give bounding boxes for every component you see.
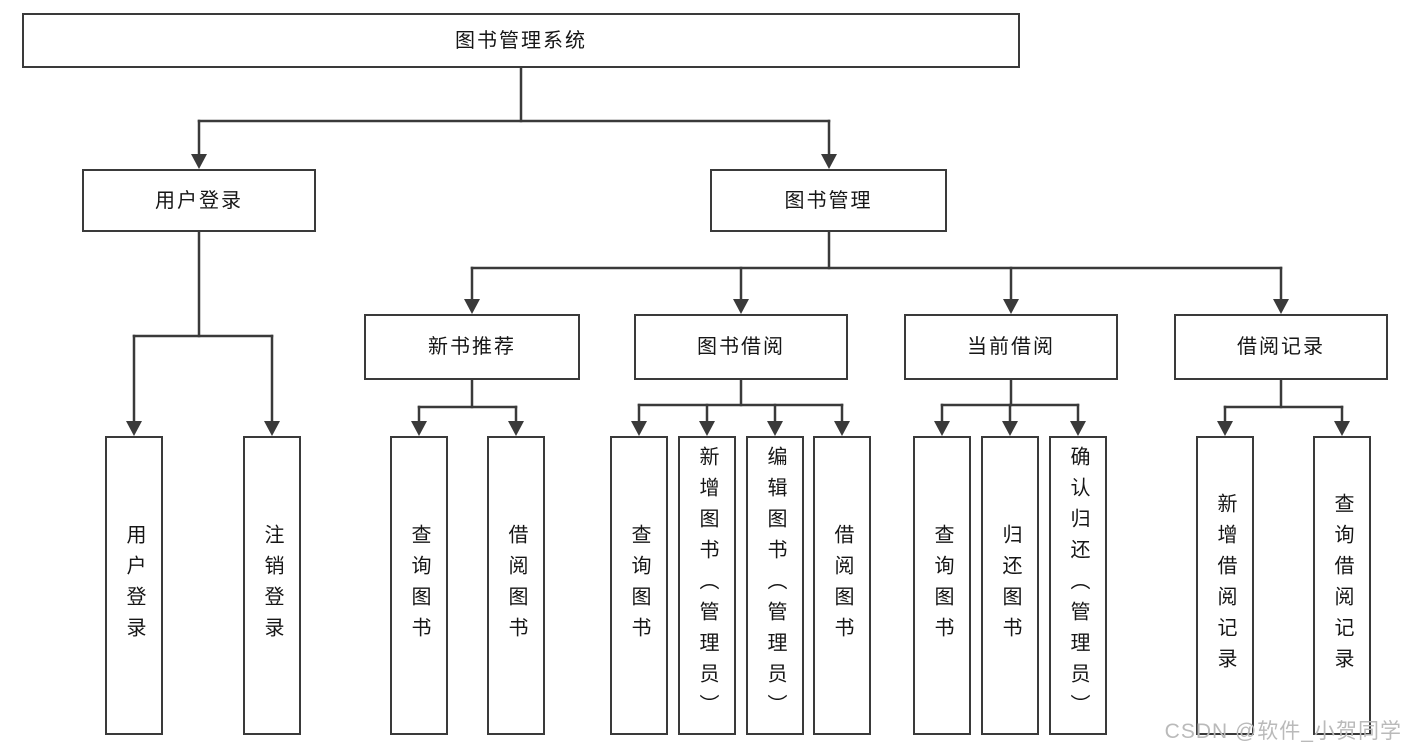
leaf-add-books-admin: 新增图书（管理员） (678, 436, 736, 735)
node-book-borrow: 图书借阅 (634, 314, 848, 380)
node-label: 图书借阅 (697, 336, 785, 358)
leaf-label: 查询图书 (628, 523, 650, 648)
leaf-query-books: 查询图书 (390, 436, 448, 735)
leaf-label: 归还图书 (999, 523, 1021, 648)
node-label: 当前借阅 (967, 336, 1055, 358)
leaf-label: 注销登录 (261, 523, 283, 648)
node-current-borrow: 当前借阅 (904, 314, 1118, 380)
leaf-label: 确认归还（管理员） (1067, 446, 1089, 725)
leaf-label: 新增图书（管理员） (696, 446, 718, 725)
leaf-borrow-books: 借阅图书 (487, 436, 545, 735)
leaf-label: 编辑图书（管理员） (764, 446, 786, 725)
leaf-label: 借阅图书 (831, 523, 853, 648)
node-user-login: 用户登录 (82, 169, 316, 232)
leaf-borrow-books: 借阅图书 (813, 436, 871, 735)
leaf-logout: 注销登录 (243, 436, 301, 735)
leaf-query-borrow-record: 查询借阅记录 (1313, 436, 1371, 735)
node-book-management: 图书管理 (710, 169, 947, 232)
leaf-return-books: 归还图书 (981, 436, 1039, 735)
node-label: 新书推荐 (428, 336, 516, 358)
node-label: 图书管理 (784, 189, 873, 212)
arrowheads (126, 154, 1350, 436)
node-borrow-record: 借阅记录 (1174, 314, 1388, 380)
leaf-label: 用户登录 (123, 523, 145, 648)
leaf-edit-books-admin: 编辑图书（管理员） (746, 436, 804, 735)
leaf-user-login: 用户登录 (105, 436, 163, 735)
leaf-confirm-return-admin: 确认归还（管理员） (1049, 436, 1107, 735)
node-library-management-system: 图书管理系统 (22, 13, 1020, 68)
leaf-query-books: 查询图书 (610, 436, 668, 735)
leaf-label: 新增借阅记录 (1214, 492, 1236, 679)
csdn-watermark: CSDN @软件_小贺同学 (1164, 720, 1402, 743)
leaf-label: 查询借阅记录 (1331, 492, 1353, 679)
node-new-book-recommend: 新书推荐 (364, 314, 580, 380)
leaf-label: 查询图书 (408, 523, 430, 648)
leaf-label: 借阅图书 (505, 523, 527, 648)
leaf-add-borrow-record: 新增借阅记录 (1196, 436, 1254, 735)
node-label: 用户登录 (155, 189, 243, 212)
node-label: 借阅记录 (1237, 336, 1325, 358)
node-label: 图书管理系统 (455, 29, 587, 52)
leaf-label: 查询图书 (931, 523, 953, 648)
leaf-query-books: 查询图书 (913, 436, 971, 735)
